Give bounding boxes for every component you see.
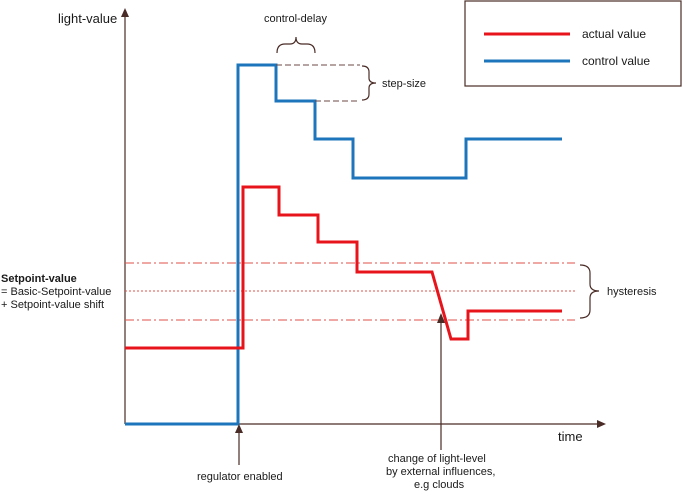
hysteresis-brace: [579, 264, 600, 319]
y-axis-arrow: [121, 8, 129, 17]
x-axis-arrow: [597, 420, 606, 428]
actual-value-line: [125, 185, 562, 350]
legend-control-label: control value: [582, 54, 650, 68]
hysteresis-label: hysteresis: [607, 286, 657, 298]
x-axis-label: time: [558, 429, 583, 444]
step-size-label: step-size: [382, 78, 426, 90]
regulator-enabled-label: regulator enabled: [197, 471, 283, 483]
setpoint-line2: = Basic-Setpoint-value: [1, 286, 111, 298]
regulator-enabled-arrowhead: [235, 424, 243, 433]
legend-box: [464, 0, 682, 87]
y-axis-label: light-value: [58, 11, 117, 26]
change-label-line2: by external influences,: [386, 466, 495, 478]
setpoint-line3: + Setpoint-value shift: [1, 299, 104, 311]
change-label-line1: change of light-level: [388, 453, 486, 465]
control-delay-label: control-delay: [264, 13, 327, 25]
external-influence-arrowhead: [437, 313, 445, 323]
step-size-brace: [361, 65, 377, 101]
control-value-line: [125, 63, 562, 426]
change-label-line3: e.g clouds: [414, 479, 465, 491]
setpoint-title: Setpoint-value: [1, 273, 77, 285]
step-size-guide: [276, 64, 360, 102]
legend-actual-label: actual value: [582, 27, 646, 41]
control-delay-brace: [276, 36, 316, 54]
